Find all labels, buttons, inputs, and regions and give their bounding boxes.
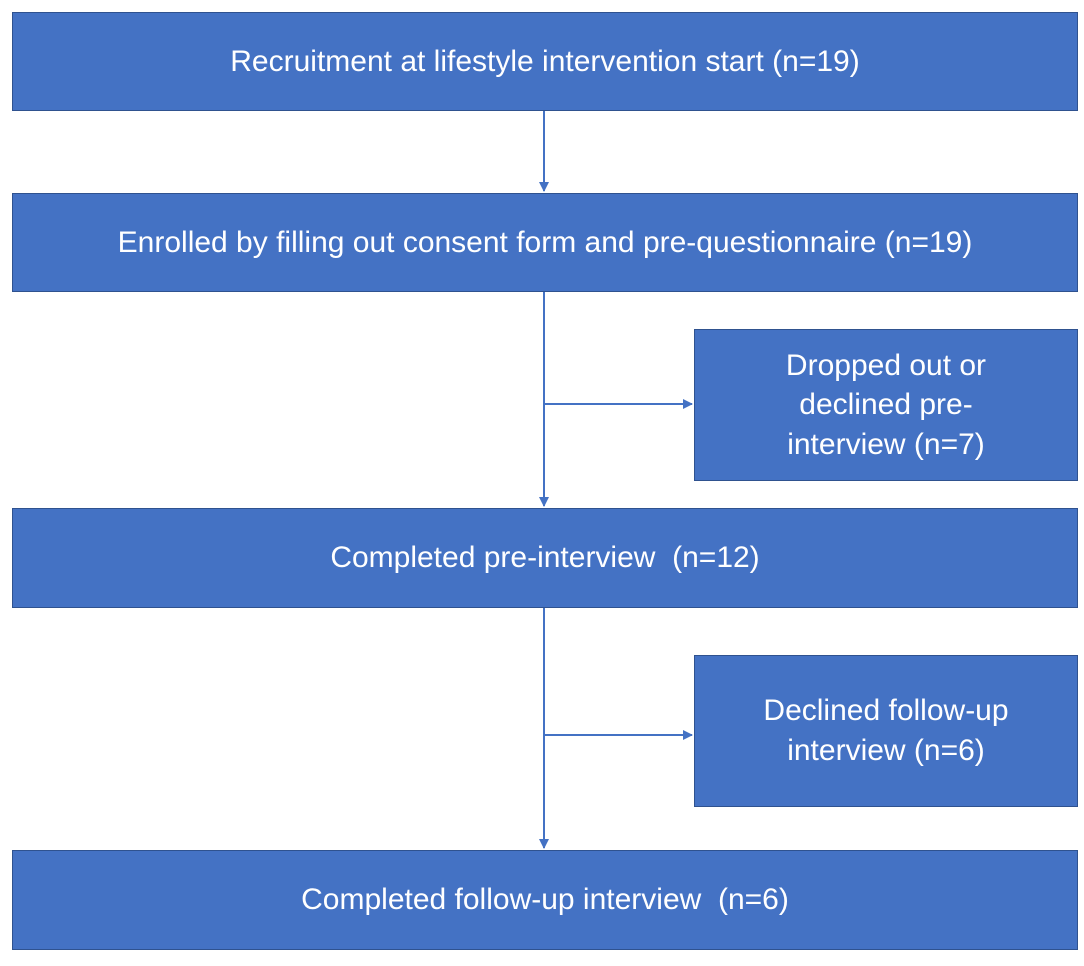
dropped-out-line-1: Dropped out or — [785, 348, 987, 382]
declined-follow-up-line-2: interview (n=6) — [787, 734, 985, 767]
follow-up-box: Completed follow-up interview (n=6) — [12, 850, 1078, 950]
dropped-out-line-3: interview (n=7) — [787, 427, 985, 461]
pre-interview-box: Completed pre-interview (n=12) — [12, 508, 1078, 608]
follow-up-label: Completed follow-up interview (n=6) — [301, 883, 789, 917]
dropped-out-box: Dropped out or declined pre- interview (… — [694, 329, 1078, 481]
declined-follow-up-box: Declined follow-up interview (n=6) — [694, 655, 1078, 807]
recruitment-box: Recruitment at lifestyle intervention st… — [12, 12, 1078, 111]
declined-follow-up-line-1: Declined follow-up — [763, 694, 1009, 728]
enrolled-box: Enrolled by filling out consent form and… — [12, 193, 1078, 292]
recruitment-label: Recruitment at lifestyle intervention st… — [230, 44, 860, 78]
pre-interview-label: Completed pre-interview (n=12) — [330, 541, 760, 575]
enrolled-label: Enrolled by filling out consent form and… — [117, 225, 973, 259]
dropped-out-line-2: declined pre- — [799, 388, 973, 422]
